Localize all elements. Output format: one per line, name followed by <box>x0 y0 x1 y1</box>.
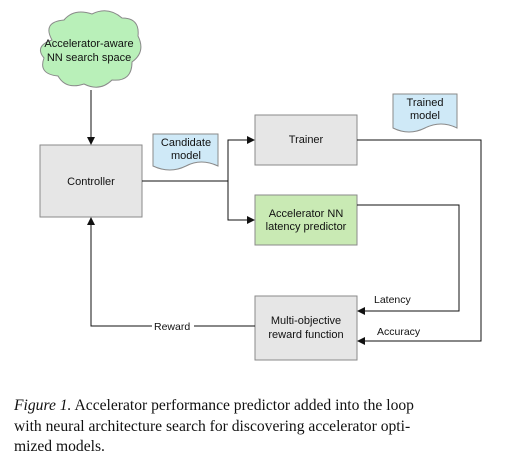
edge-label-reward: Reward <box>154 321 190 333</box>
reward-function-label-line1: Multi-objective <box>271 315 341 327</box>
candidate-model-document-shape <box>152 133 219 171</box>
edge-latency-predictor-to-reward <box>357 204 460 315</box>
reward-function-box <box>254 295 358 361</box>
latency-predictor-node: Accelerator NN latency predictor <box>254 194 358 246</box>
controller-box <box>39 144 143 218</box>
search-space-label-line1: Accelerator-aware <box>44 38 133 50</box>
candidate-model-node: Candidate model <box>152 133 219 171</box>
caption-line-1: Figure 1. Accelerator performance predic… <box>14 396 512 417</box>
reward-function-node: Multi-objective reward function <box>254 295 358 361</box>
edge-trainer-to-reward <box>357 139 482 345</box>
edge-label-reward-background <box>152 318 194 332</box>
edge-label-latency: Latency <box>374 294 412 306</box>
edge-label-accuracy: Accuracy <box>377 326 421 338</box>
trainer-box <box>254 114 358 166</box>
trained-model-document-shape <box>392 93 458 133</box>
controller-node: Controller <box>39 144 143 218</box>
edge-controller-to-trainer <box>142 136 255 182</box>
edge-controller-to-latency-predictor <box>227 181 255 224</box>
candidate-model-label-line2: model <box>171 150 201 162</box>
caption-figure-label: Figure 1. <box>14 397 72 414</box>
search-space-label-line2: NN search space <box>47 52 131 64</box>
caption-line-3: mized models. <box>14 438 105 455</box>
controller-label: Controller <box>67 176 115 188</box>
trainer-node: Trainer <box>254 114 358 166</box>
caption-line1-text: Accelerator performance predictor added … <box>74 397 414 414</box>
trainer-label: Trainer <box>289 134 324 146</box>
search-space-node: Accelerator-aware NN search space <box>39 10 142 88</box>
latency-predictor-box <box>254 194 358 246</box>
reward-function-label-line2: reward function <box>268 329 343 341</box>
nas-loop-diagram: Accelerator-aware NN search space Contro… <box>39 10 482 361</box>
caption-line-2: with neural architecture search for disc… <box>14 417 411 435</box>
trained-model-node: Trained model <box>392 93 458 133</box>
latency-predictor-label-line1: Accelerator NN <box>269 208 344 220</box>
candidate-model-label-line1: Candidate <box>161 137 211 149</box>
figure-caption: Figure 1. Accelerator performance predic… <box>14 396 512 458</box>
trained-model-label-line2: model <box>410 110 440 122</box>
search-space-cloud-shape <box>39 10 142 88</box>
edge-reward-to-controller <box>87 217 255 327</box>
latency-predictor-label-line2: latency predictor <box>266 221 347 233</box>
trained-model-label-line1: Trained <box>407 97 444 109</box>
